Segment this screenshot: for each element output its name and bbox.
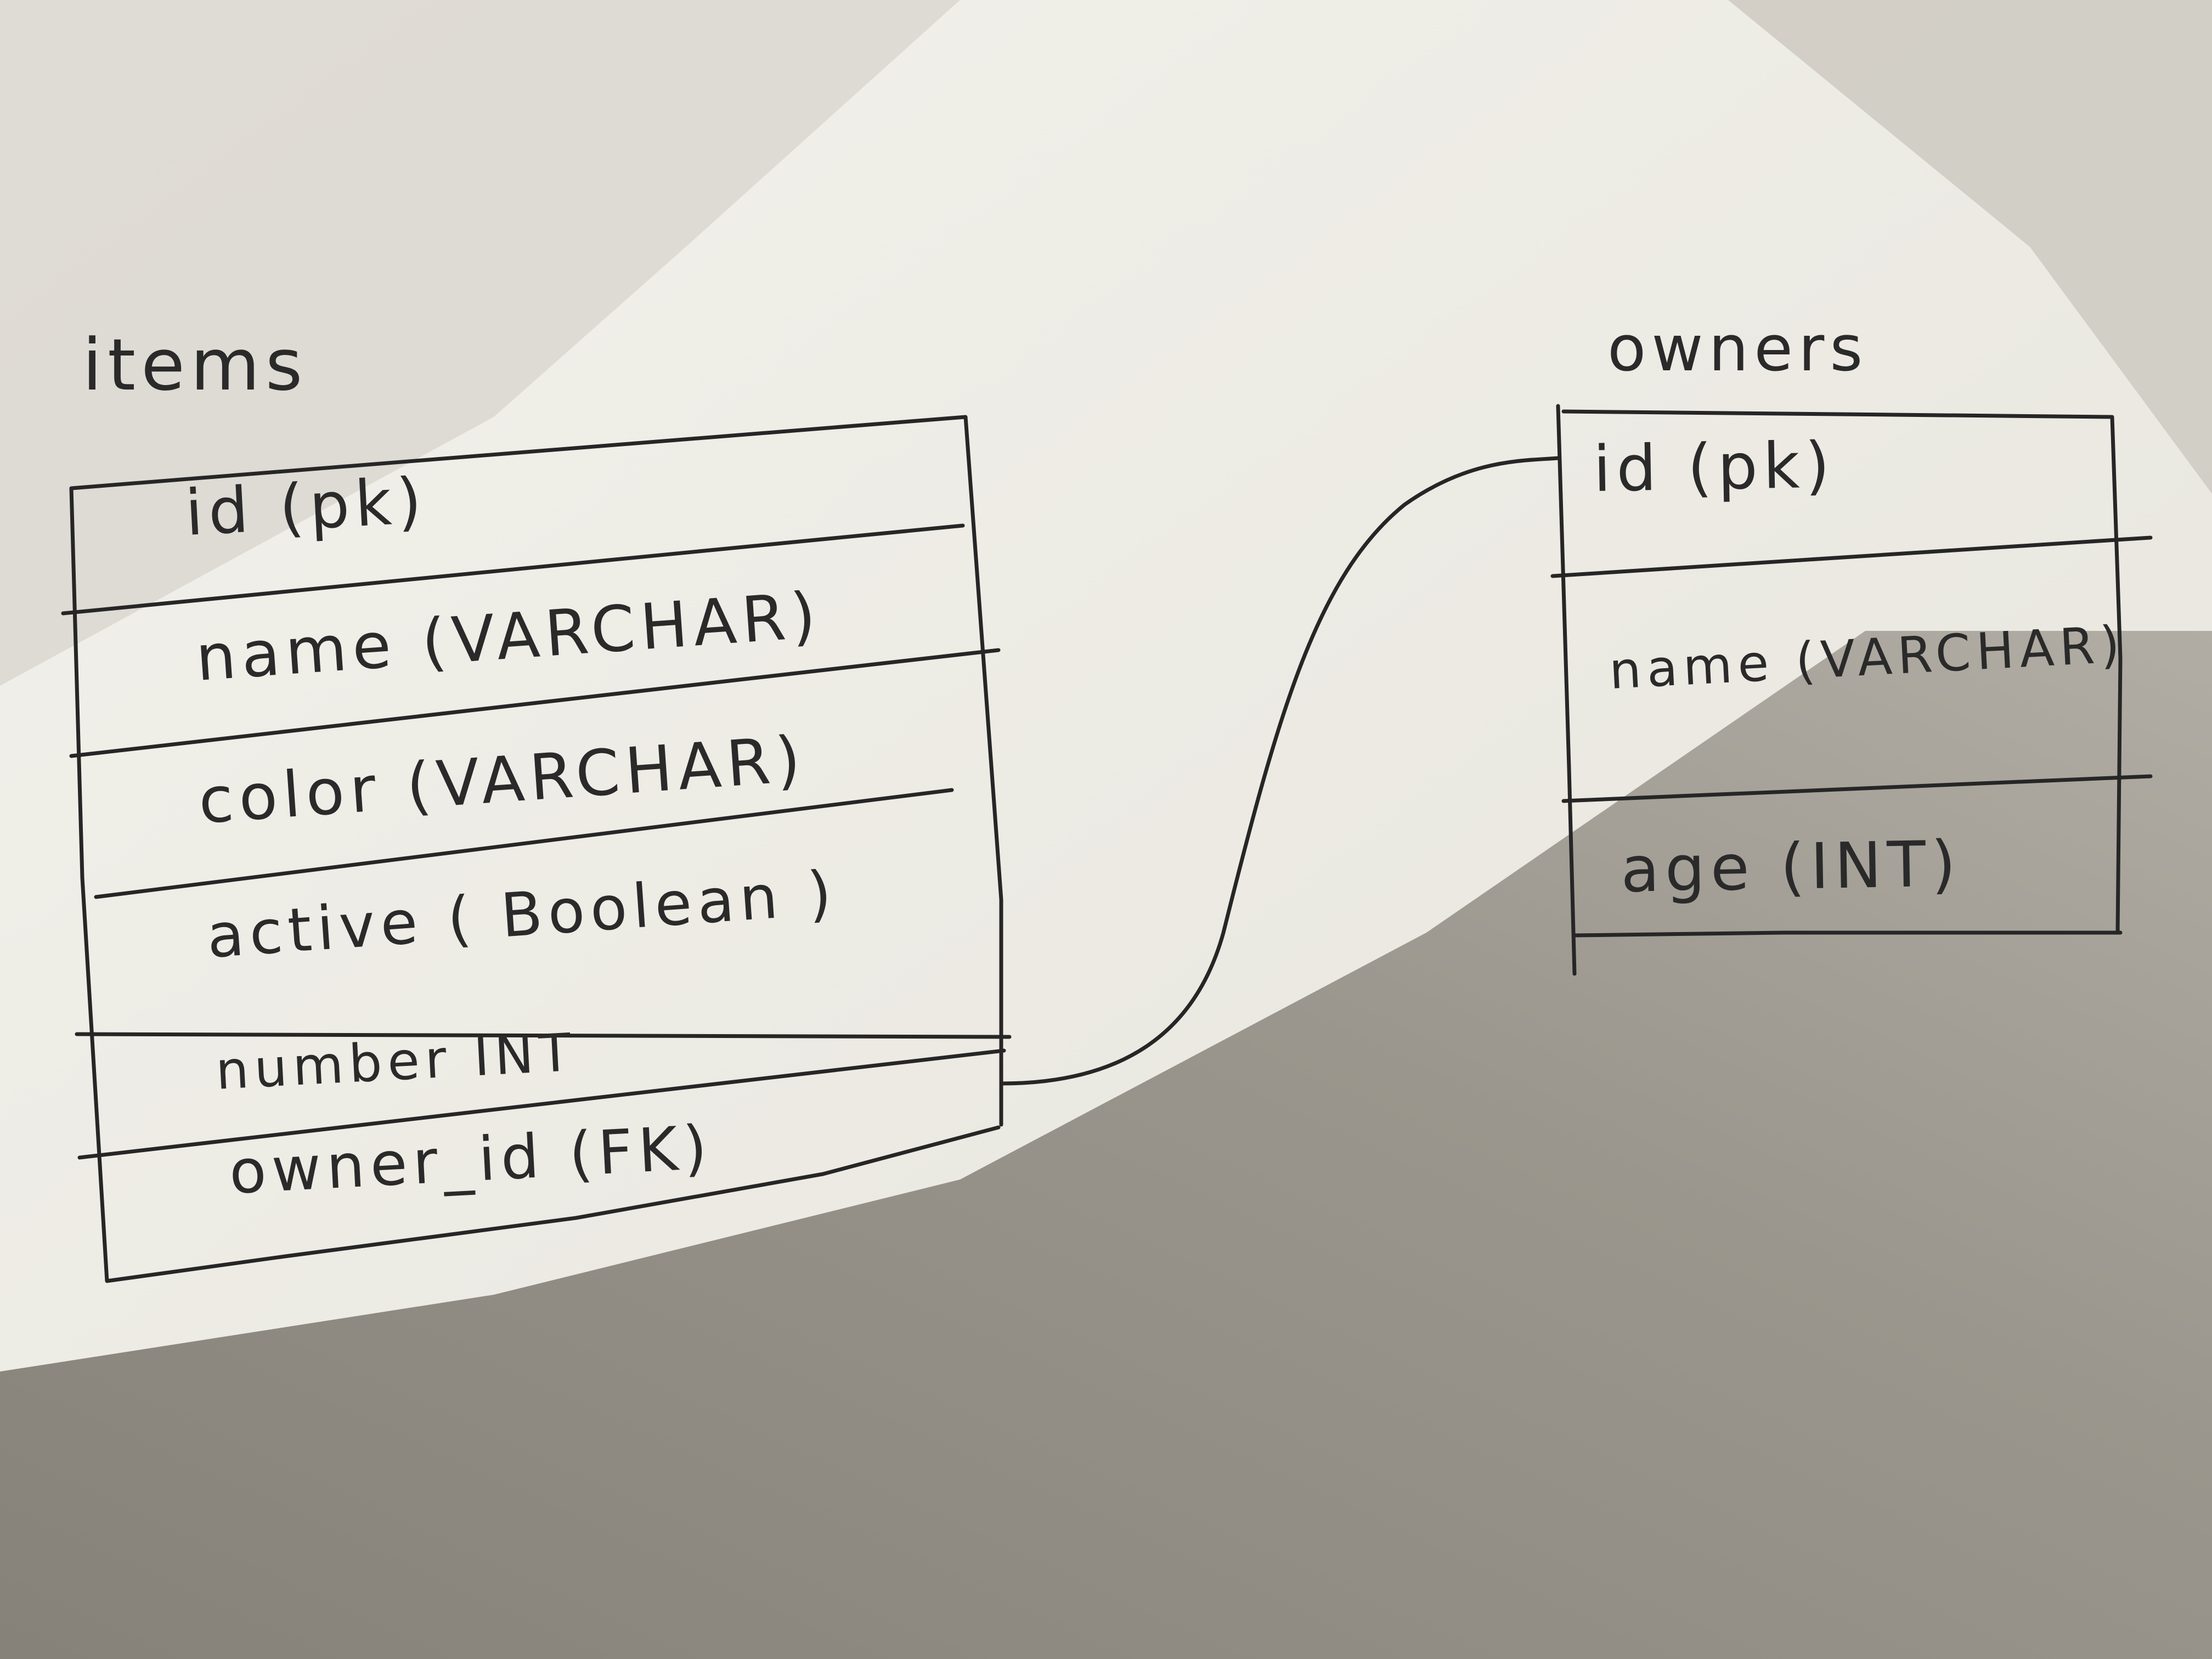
items-field-name: name (VARCHAR): [194, 579, 824, 696]
relationship-connector: [999, 456, 1560, 1086]
items-row-divider: [69, 648, 1001, 758]
owners-table: owners id (pk) name (VARCHAR) age (INT): [1550, 312, 2153, 976]
owners-table-border: [1556, 404, 2123, 976]
items-field-active: active ( Boolean ): [205, 857, 839, 972]
owners-table-title: owners: [1607, 312, 1868, 386]
items-row-divider: [61, 523, 965, 616]
items-row-divider: [94, 788, 954, 899]
owners-field-name: name (VARCHAR): [1608, 615, 2127, 701]
items-table: items id (pk) name (VARCHAR) color (VARC…: [61, 323, 1012, 1283]
items-field-owner-id: owner_id (FK): [228, 1112, 714, 1207]
items-row-divider: [75, 1032, 1012, 1039]
owners-row-divider: [1561, 774, 2153, 803]
owners-field-id: id (pk): [1593, 428, 1836, 506]
owners-field-age: age (INT): [1620, 827, 1962, 907]
owners-row-divider: [1550, 535, 2153, 578]
items-table-border: [69, 415, 1003, 1283]
items-field-id: id (pk): [183, 464, 428, 550]
items-table-title: items: [82, 323, 308, 407]
items-row-divider: [77, 1048, 1006, 1160]
